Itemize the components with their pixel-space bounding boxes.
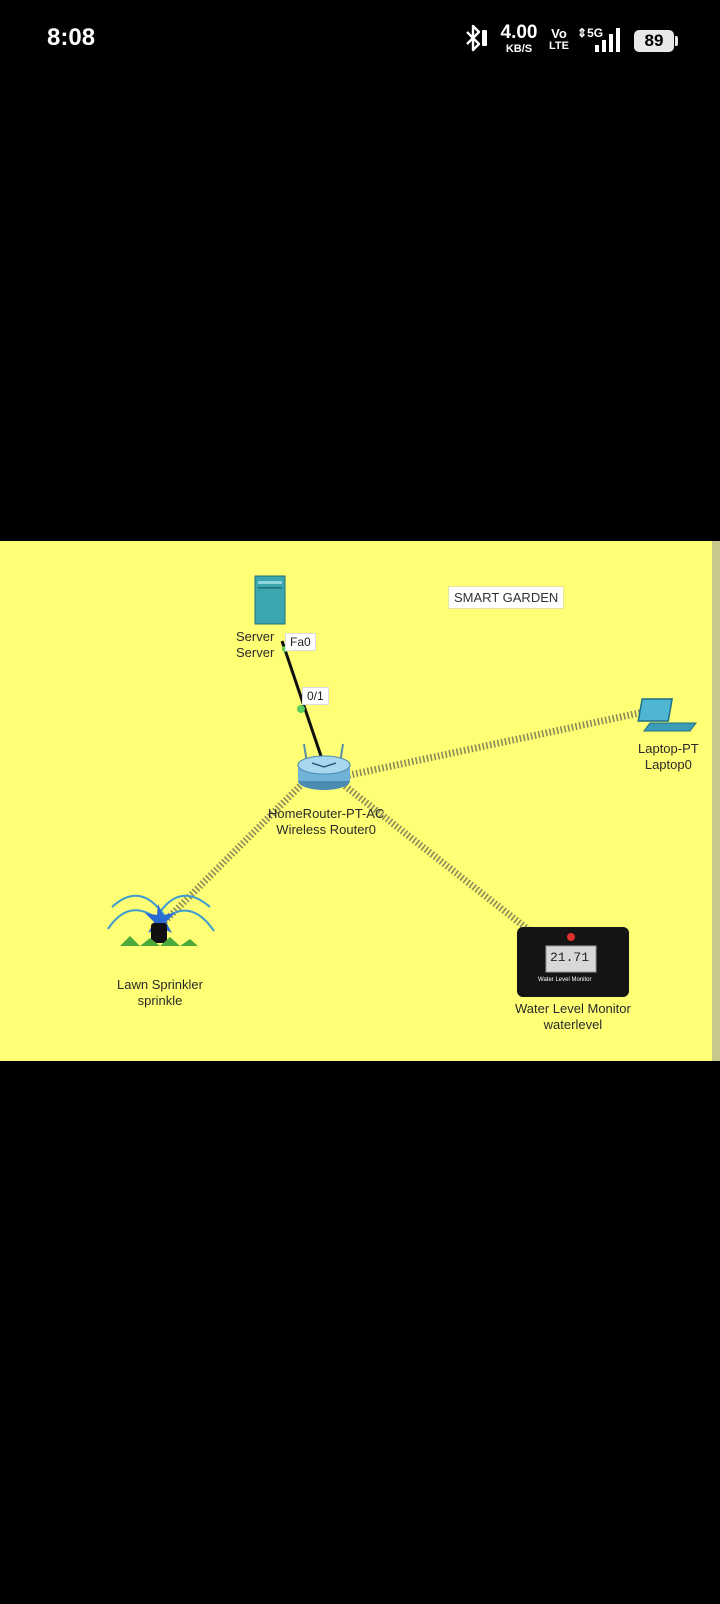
monitor-caption: Water Level Monitor [538,977,592,983]
monitor-label: Water Level Monitor waterlevel [515,1001,631,1033]
server-port-label: Fa0 [285,633,316,651]
volte-indicator: Vo LTE [546,27,572,53]
sprinkler-name-label: sprinkle [137,993,183,1008]
network-diagram [107,575,697,997]
data-speed-unit: KB/S [505,43,533,55]
status-time: 8:08 [47,24,96,51]
router-port-label: 0/1 [302,687,329,705]
bluetooth-icon [466,24,487,52]
data-speed: 4.00 KB/S [497,22,541,57]
network-arrows-icon: ⇕ [577,26,588,40]
sprinkler-icon[interactable] [107,894,215,946]
data-speed-value: 4.00 [500,22,538,43]
router-icon[interactable] [297,743,351,790]
network-type-label: 5G [587,26,604,40]
router-type-label: HomeRouter-PT-AC [268,806,385,821]
battery-icon [675,36,678,46]
status-bar: 8:08 4.00 KB/S Vo LTE ⇕5G 89 [0,0,720,82]
sprinkler-label: Lawn Sprinkler sprinkle [117,977,203,1009]
volte-top: Vo [551,26,567,41]
battery-level: 89 [634,30,674,52]
canvas-note[interactable]: SMART GARDEN [448,586,565,609]
laptop-icon[interactable] [637,698,697,732]
server-icon[interactable] [254,575,286,625]
link-status-light [297,705,305,713]
monitor-name-label: waterlevel [543,1017,603,1032]
laptop-label: Laptop-PT Laptop0 [638,741,699,773]
laptop-name-label: Laptop0 [644,757,692,772]
wireless-link-laptop [344,705,659,780]
network-type: ⇕5G [577,26,603,40]
volte-bottom: LTE [549,40,569,52]
router-name-label: Wireless Router0 [276,822,376,837]
laptop-type-label: Laptop-PT [638,741,699,756]
wireless-link-monitor [342,783,533,934]
sprinkler-type-label: Lawn Sprinkler [117,977,203,992]
server-type-label: Server [236,629,275,644]
monitor-type-label: Water Level Monitor [515,1001,631,1016]
router-label: HomeRouter-PT-AC Wireless Router0 [268,806,384,838]
network-canvas[interactable]: SMART GARDEN Server Server Fa0 0/1 HomeR… [0,541,720,1061]
monitor-reading: 21.71 [550,950,590,965]
signal-strength-icon [595,28,620,52]
server-name-label: Server [236,645,275,660]
server-label: Server Server [236,629,274,661]
water-level-monitor-icon[interactable] [517,927,629,997]
canvas-scroll-edge [712,541,720,1061]
wireless-link-sprinkler [157,783,303,929]
